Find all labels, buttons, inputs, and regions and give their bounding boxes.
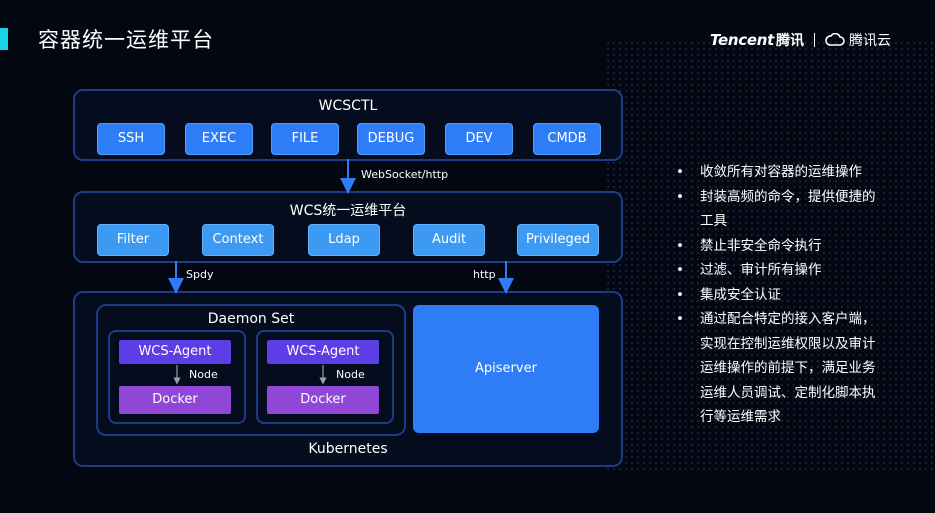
spdy-label: Spdy <box>186 268 214 281</box>
audit-button[interactable]: Audit <box>413 224 485 256</box>
node-box-1 <box>108 330 246 424</box>
filter-button[interactable]: Filter <box>97 224 169 256</box>
debug-button[interactable]: DEBUG <box>357 123 425 155</box>
tencent-cloud-text: 腾讯云 <box>849 33 891 49</box>
wcs-agent-1[interactable]: WCS-Agent <box>119 340 231 364</box>
feature-item: 集成安全认证 <box>676 283 881 308</box>
logo-separator <box>814 33 815 47</box>
tencent-cloud-logo: Tencent 腾讯 腾讯云 <box>710 30 891 50</box>
http-label: http <box>473 268 496 281</box>
ssh-button[interactable]: SSH <box>97 123 165 155</box>
title-accent-bar <box>0 28 8 50</box>
feature-item: 通过配合特定的接入客户端，实现在控制运维权限以及审计运维操作的前提下，满足业务运… <box>676 307 881 430</box>
tencent-logo-text: Tencent <box>710 31 774 49</box>
docker-1[interactable]: Docker <box>119 386 231 414</box>
tencent-logo-cn: 腾讯 <box>776 33 804 49</box>
node-box-2 <box>256 330 394 424</box>
exec-button[interactable]: EXEC <box>185 123 253 155</box>
apiserver-block[interactable]: Apiserver <box>413 305 599 433</box>
feature-list: 收敛所有对容器的运维操作 封装高频的命令，提供便捷的工具 禁止非安全命令执行 过… <box>676 160 881 430</box>
kubernetes-title: Kubernetes <box>308 441 388 457</box>
wcs-platform-title: WCS统一运维平台 <box>289 203 407 219</box>
websocket-http-label: WebSocket/http <box>361 168 449 181</box>
wcs-agent-2[interactable]: WCS-Agent <box>267 340 379 364</box>
feature-item: 收敛所有对容器的运维操作 <box>676 160 881 185</box>
daemonset-box: Daemon Set <box>96 304 406 436</box>
wcsctl-title: WCSCTL <box>318 98 378 114</box>
file-button[interactable]: FILE <box>271 123 339 155</box>
page-title: 容器统一运维平台 <box>38 28 214 52</box>
node-label-1: Node <box>189 368 218 381</box>
node-label-2: Node <box>336 368 365 381</box>
feature-item: 封装高频的命令，提供便捷的工具 <box>676 185 881 234</box>
daemonset-title: Daemon Set <box>207 311 295 327</box>
ldap-button[interactable]: Ldap <box>308 224 380 256</box>
docker-2[interactable]: Docker <box>267 386 379 414</box>
dev-button[interactable]: DEV <box>445 123 513 155</box>
context-button[interactable]: Context <box>202 224 274 256</box>
cmdb-button[interactable]: CMDB <box>533 123 601 155</box>
cloud-icon <box>825 33 845 46</box>
feature-item: 过滤、审计所有操作 <box>676 258 881 283</box>
wcs-platform-box: WCS统一运维平台 Filter Context Ldap Audit Priv… <box>73 191 623 263</box>
privileged-button[interactable]: Privileged <box>517 224 599 256</box>
feature-item: 禁止非安全命令执行 <box>676 234 881 259</box>
